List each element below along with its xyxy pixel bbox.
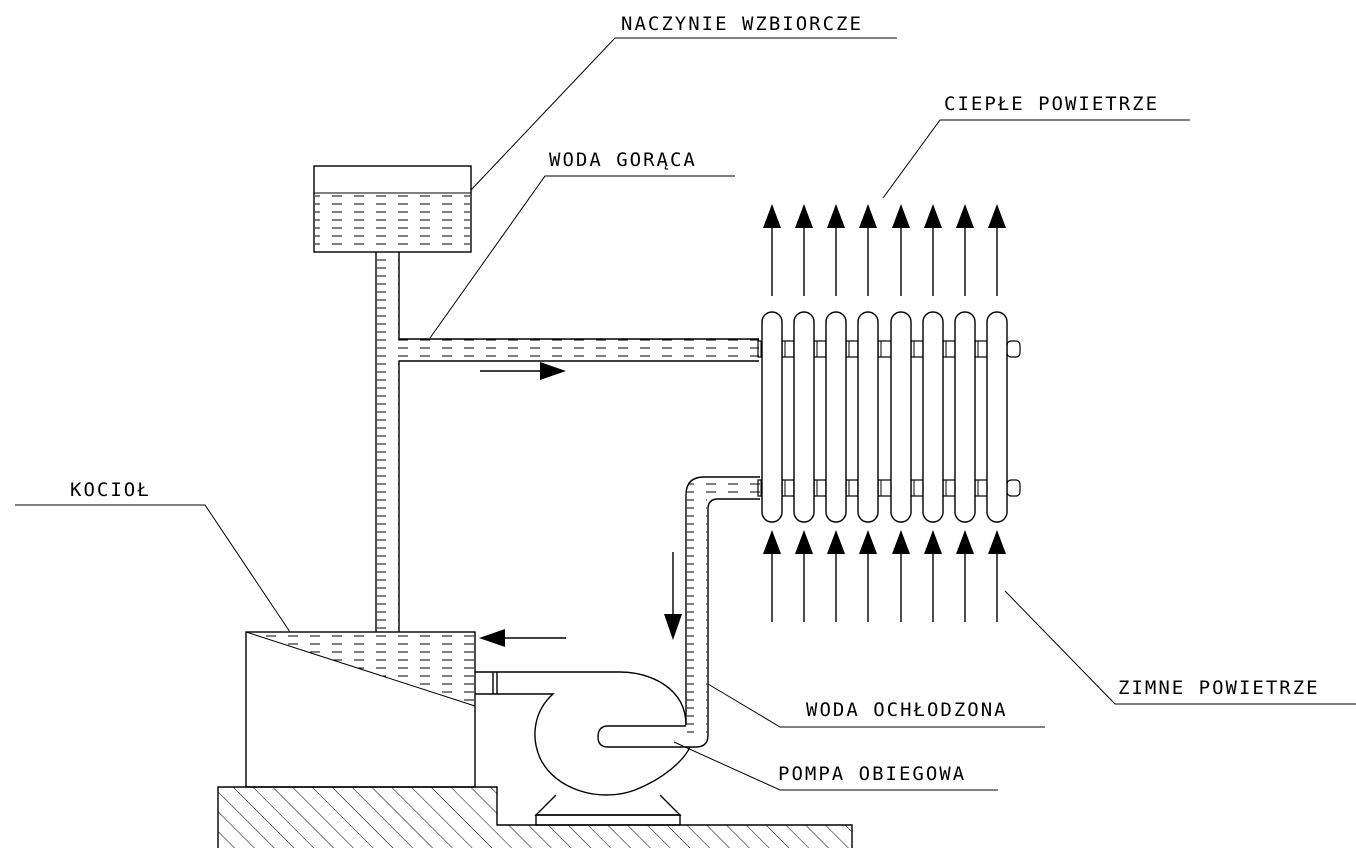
radiator-column	[761, 311, 783, 523]
cold-air-arrow	[956, 530, 974, 622]
expansion-tank	[313, 165, 472, 253]
cooled-water-label: WODA OCHŁODZONA	[806, 699, 1008, 721]
hot-water-label: WODA GORĄCA	[549, 149, 697, 171]
radiator-connector	[910, 479, 924, 497]
circulation-pump-label: POMPA OBIEGOWA	[778, 763, 966, 785]
cold-air-arrow	[795, 530, 813, 622]
radiator	[757, 311, 1021, 523]
radiator-connector	[877, 340, 892, 358]
warm-air-arrow	[988, 204, 1006, 296]
warm-air-arrow	[859, 204, 877, 296]
cold-air-arrow	[892, 530, 910, 622]
radiator-end-cap	[1006, 340, 1021, 358]
warm-air-arrow	[795, 204, 813, 296]
warm-air-label: CIEPŁE POWIETRZE	[944, 93, 1159, 115]
warm-air-arrow	[892, 204, 910, 296]
radiator-column	[825, 311, 847, 523]
radiator-connector	[845, 479, 859, 497]
flow-arrows	[479, 362, 682, 647]
return-pipe	[685, 476, 760, 748]
boiler-label: KOCIOŁ	[70, 479, 151, 501]
warm-air-arrow	[956, 204, 974, 296]
radiator-connector	[974, 479, 988, 497]
radiator-connector	[813, 479, 827, 497]
cold-air-arrows	[763, 530, 1006, 622]
radiator-column	[793, 311, 815, 523]
radiator-column	[890, 311, 912, 523]
cold-air-label: ZIMNE POWIETRZE	[1118, 677, 1320, 699]
radiator-connector	[942, 479, 956, 497]
boiler	[245, 631, 476, 788]
cold-air-arrow	[859, 530, 877, 622]
warm-air-arrow	[924, 204, 942, 296]
cold-air-arrow	[924, 530, 942, 622]
cold-air-arrow	[827, 530, 845, 622]
radiator-connector	[910, 340, 924, 358]
hot-water-pipe	[375, 252, 759, 632]
circulation-pump	[475, 671, 696, 826]
radiator-connector	[781, 340, 795, 358]
radiator-connector	[781, 479, 795, 497]
radiator-column	[954, 311, 976, 523]
radiator-connector	[942, 340, 956, 358]
radiator-column	[986, 311, 1008, 523]
radiator-column	[922, 311, 944, 523]
radiator-column	[857, 311, 879, 523]
radiator-connector	[813, 340, 827, 358]
warm-air-arrows	[763, 204, 1006, 296]
cold-air-arrow	[763, 530, 781, 622]
leader-lines	[15, 37, 1356, 791]
radiator-end-cap	[1006, 479, 1021, 497]
warm-air-arrow	[827, 204, 845, 296]
radiator-connector	[845, 340, 859, 358]
expansion-tank-label: NACZYNIE WZBIORCZE	[621, 13, 863, 35]
warm-air-arrow	[763, 204, 781, 296]
foundation	[217, 786, 853, 848]
radiator-connector	[877, 479, 892, 497]
cold-air-arrow	[988, 530, 1006, 622]
radiator-connector	[974, 340, 988, 358]
